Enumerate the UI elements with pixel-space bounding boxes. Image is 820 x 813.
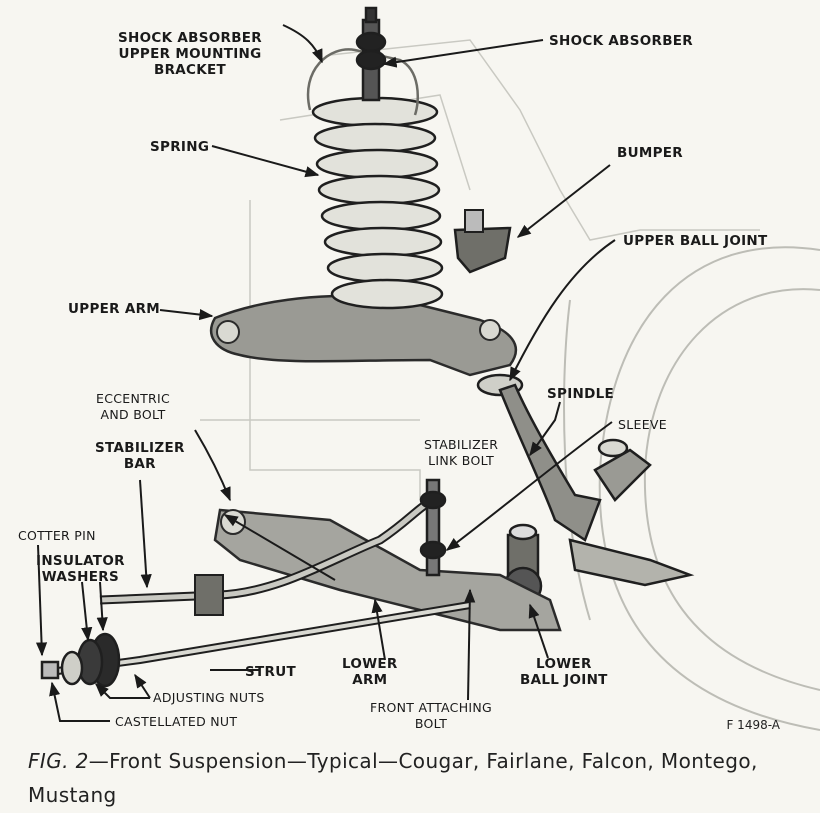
coil-spring-shape [311, 96, 444, 310]
label-insulator-washers: INSULATOR WASHERS [36, 553, 125, 585]
stabilizer-link-bolt-shape [419, 478, 447, 577]
label-shock-absorber: SHOCK ABSORBER [549, 33, 694, 49]
label-cotter-pin: COTTER PIN [18, 528, 96, 543]
leader-arrows [35, 24, 616, 722]
suspension-diagram [35, 6, 820, 731]
label-upper-ball-joint: UPPER BALL JOINT [623, 233, 768, 249]
label-eccentric-and-bolt: ECCENTRIC AND BOLT [96, 391, 171, 422]
bumper-shape [453, 209, 512, 274]
shock-absorber-shape [306, 6, 420, 116]
label-spindle: SPINDLE [547, 386, 615, 402]
label-stabilizer-bar: STABILIZER BAR [95, 440, 185, 472]
label-lower-ball-joint: LOWER BALL JOINT [520, 656, 608, 688]
label-bumper: BUMPER [617, 145, 683, 161]
label-shock-absorber-upper-mounting-bracket: SHOCK ABSORBER UPPER MOUNTING BRACKET [118, 30, 263, 78]
label-front-attaching-bolt: FRONT ATTACHING BOLT [370, 700, 493, 731]
label-sleeve: SLEEVE [618, 417, 667, 432]
label-stabilizer-link-bolt: STABILIZER LINK BOLT [424, 437, 499, 468]
insulator-washers-shape [40, 632, 121, 688]
background-body-outline [200, 39, 760, 500]
label-lower-arm: LOWER ARM [342, 656, 398, 688]
stabilizer-bar-shape [99, 495, 437, 616]
spindle-shape [476, 373, 695, 587]
label-adjusting-nuts: ADJUSTING NUTS [153, 690, 265, 705]
figure-caption: FIG. 2—Front Suspension—Typical—Cougar, … [28, 744, 798, 812]
label-castellated-nut: CASTELLATED NUT [115, 714, 238, 729]
label-strut: STRUT [245, 664, 296, 680]
label-spring: SPRING [150, 139, 210, 155]
label-upper-arm: UPPER ARM [68, 301, 161, 317]
caption-text: —Front Suspension—Typical—Cougar, Fairla… [28, 749, 758, 807]
caption-fig-number: FIG. 2 [28, 749, 89, 773]
upper-arm-shape [209, 294, 517, 377]
figure-number: F 1498-A [726, 718, 780, 732]
